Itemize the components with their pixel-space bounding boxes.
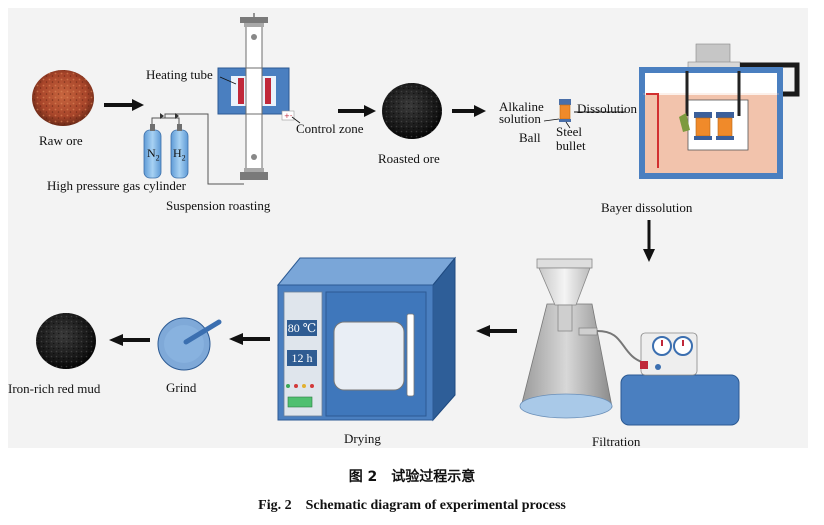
- arrow-left-icon: [109, 334, 150, 346]
- steel-bullet-label-line2: bullet: [556, 138, 586, 153]
- control-zone-label: Control zone: [296, 121, 364, 136]
- filtration-apparatus: [519, 258, 740, 426]
- drying-oven: [276, 256, 457, 422]
- steel-bullet-icon: [543, 99, 626, 129]
- roasted-ore-label: Roasted ore: [378, 151, 440, 166]
- h2-label: H2: [173, 146, 186, 165]
- figure-caption-chinese: 图 2 试验过程示意: [348, 469, 476, 485]
- arrow-right-icon: [452, 105, 486, 117]
- suspension-roasting-label: Suspension roasting: [166, 198, 271, 213]
- suspension-roasting-furnace: +-: [217, 13, 295, 180]
- grind-label: Grind: [166, 380, 197, 395]
- steel-bullet-label-line1: Steel: [556, 124, 582, 139]
- n2-subscript: 2: [155, 153, 160, 163]
- raw-ore-label: Raw ore: [39, 133, 83, 148]
- drying-label: Drying: [344, 431, 381, 446]
- filtration-label: Filtration: [592, 434, 641, 449]
- raw-ore-icon: [32, 70, 94, 126]
- gas-cylinder-label: High pressure gas cylinder: [47, 178, 186, 193]
- bayer-dissolution-label: Bayer dissolution: [601, 200, 693, 215]
- n2-label: N2: [147, 146, 160, 165]
- arrow-left-icon: [229, 333, 270, 345]
- bayer-dissolution-apparatus: [639, 43, 800, 179]
- oven-time-display: 12 h: [291, 351, 313, 365]
- iron-rich-red-mud-icon: [36, 313, 96, 369]
- iron-rich-red-mud-label: Iron-rich red mud: [8, 381, 101, 396]
- alkaline-label-line1: Alkaline: [499, 99, 544, 114]
- roasted-ore-icon: [382, 83, 442, 139]
- heating-tube-label: Heating tube: [146, 67, 213, 82]
- h2-subscript: 2: [181, 153, 186, 163]
- grind-mortar-icon: [157, 317, 222, 371]
- svg-text:+-: +-: [284, 112, 293, 120]
- gas-cylinder-icon: [143, 113, 244, 185]
- arrow-left-icon: [476, 325, 517, 337]
- figure-caption-english: Fig. 2 Schematic diagram of experimental…: [258, 498, 566, 513]
- arrow-right-icon: [338, 105, 376, 117]
- ball-label: Ball: [519, 130, 541, 145]
- alkaline-label-line2: solution: [499, 111, 541, 126]
- h2-text: H: [173, 146, 182, 160]
- control-zone-pointer: [291, 116, 301, 124]
- dissolution-label: Dissolution: [577, 101, 637, 116]
- arrow-right-icon: [104, 99, 144, 111]
- oven-temperature-display: 80 ℃: [287, 321, 317, 335]
- arrow-down-icon: [643, 220, 655, 262]
- n2-text: N: [147, 146, 156, 160]
- heating-tube-pointer: [219, 76, 237, 85]
